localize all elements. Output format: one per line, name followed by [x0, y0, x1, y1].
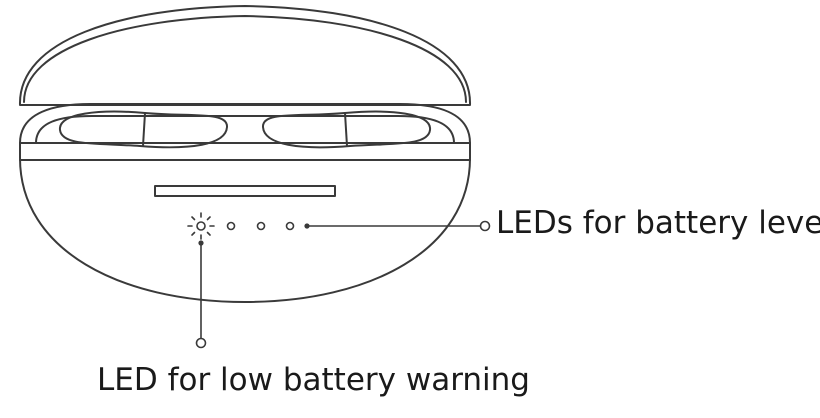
right-earbud-cavity: [261, 110, 431, 149]
battery-level-label: LEDs for battery level: [496, 205, 820, 241]
low-battery-leader: [195, 240, 207, 349]
lid-opening-notch: [154, 185, 336, 197]
circle-icon: [256, 221, 266, 231]
battery-level-leader: [304, 220, 491, 232]
case-body: [19, 142, 471, 303]
left-earbud-cavity: [59, 110, 229, 149]
right-earbud-seam: [344, 112, 348, 147]
left-earbud-seam: [142, 112, 146, 147]
circle-icon: [226, 221, 236, 231]
circle-icon: [285, 221, 295, 231]
low-battery-warning-label: LED for low battery warning: [97, 362, 530, 398]
sun-burst-icon: [187, 212, 215, 240]
case-lid: [18, 5, 472, 106]
case-rim: [19, 103, 471, 144]
